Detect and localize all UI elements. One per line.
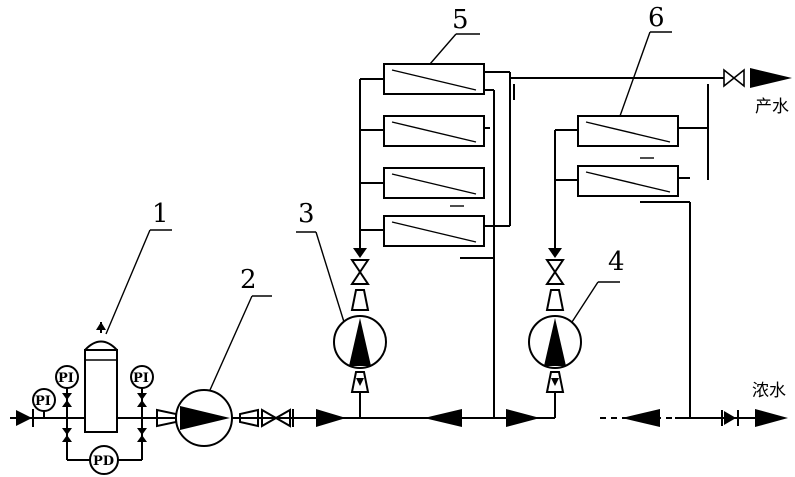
inlet-check-valve-icon	[16, 409, 34, 427]
concentrate-valve-icon	[721, 410, 739, 426]
differential-pressure-gauge	[62, 418, 147, 475]
pi-right-label: PI	[133, 371, 149, 386]
outlet-fittings	[239, 408, 294, 428]
label-6-leader	[619, 31, 672, 117]
label-1: 1	[152, 199, 169, 229]
ro-membrane-bank-6	[554, 115, 708, 418]
ro-membrane-bank-5	[359, 63, 511, 418]
product-water-line	[510, 68, 792, 180]
pd-label: PD	[93, 454, 114, 469]
flow-arrows	[316, 409, 788, 427]
cartridge-filter	[84, 322, 118, 433]
pi-mid-label: PI	[58, 371, 74, 386]
label-2: 2	[240, 265, 257, 295]
pi-left-label: PI	[35, 394, 51, 409]
label-1-leader	[105, 229, 172, 335]
high-pressure-pump-3	[333, 244, 387, 418]
pressure-gauge-left	[32, 388, 56, 418]
label-3: 3	[298, 199, 315, 229]
label-2-leader	[209, 295, 272, 391]
label-4: 4	[608, 247, 625, 277]
high-pressure-pump-4	[528, 244, 582, 418]
label-6: 6	[648, 3, 665, 33]
concentrate-label: 浓水	[752, 381, 786, 401]
label-5: 5	[452, 5, 469, 35]
pressure-gauge-right	[130, 365, 154, 418]
booster-pump-2	[175, 389, 233, 447]
pressure-gauge-mid	[55, 365, 79, 418]
product-water-label: 产水	[755, 97, 789, 117]
label-5-leader	[429, 33, 480, 65]
label-3-leader	[296, 231, 345, 323]
label-4-leader	[571, 281, 620, 323]
